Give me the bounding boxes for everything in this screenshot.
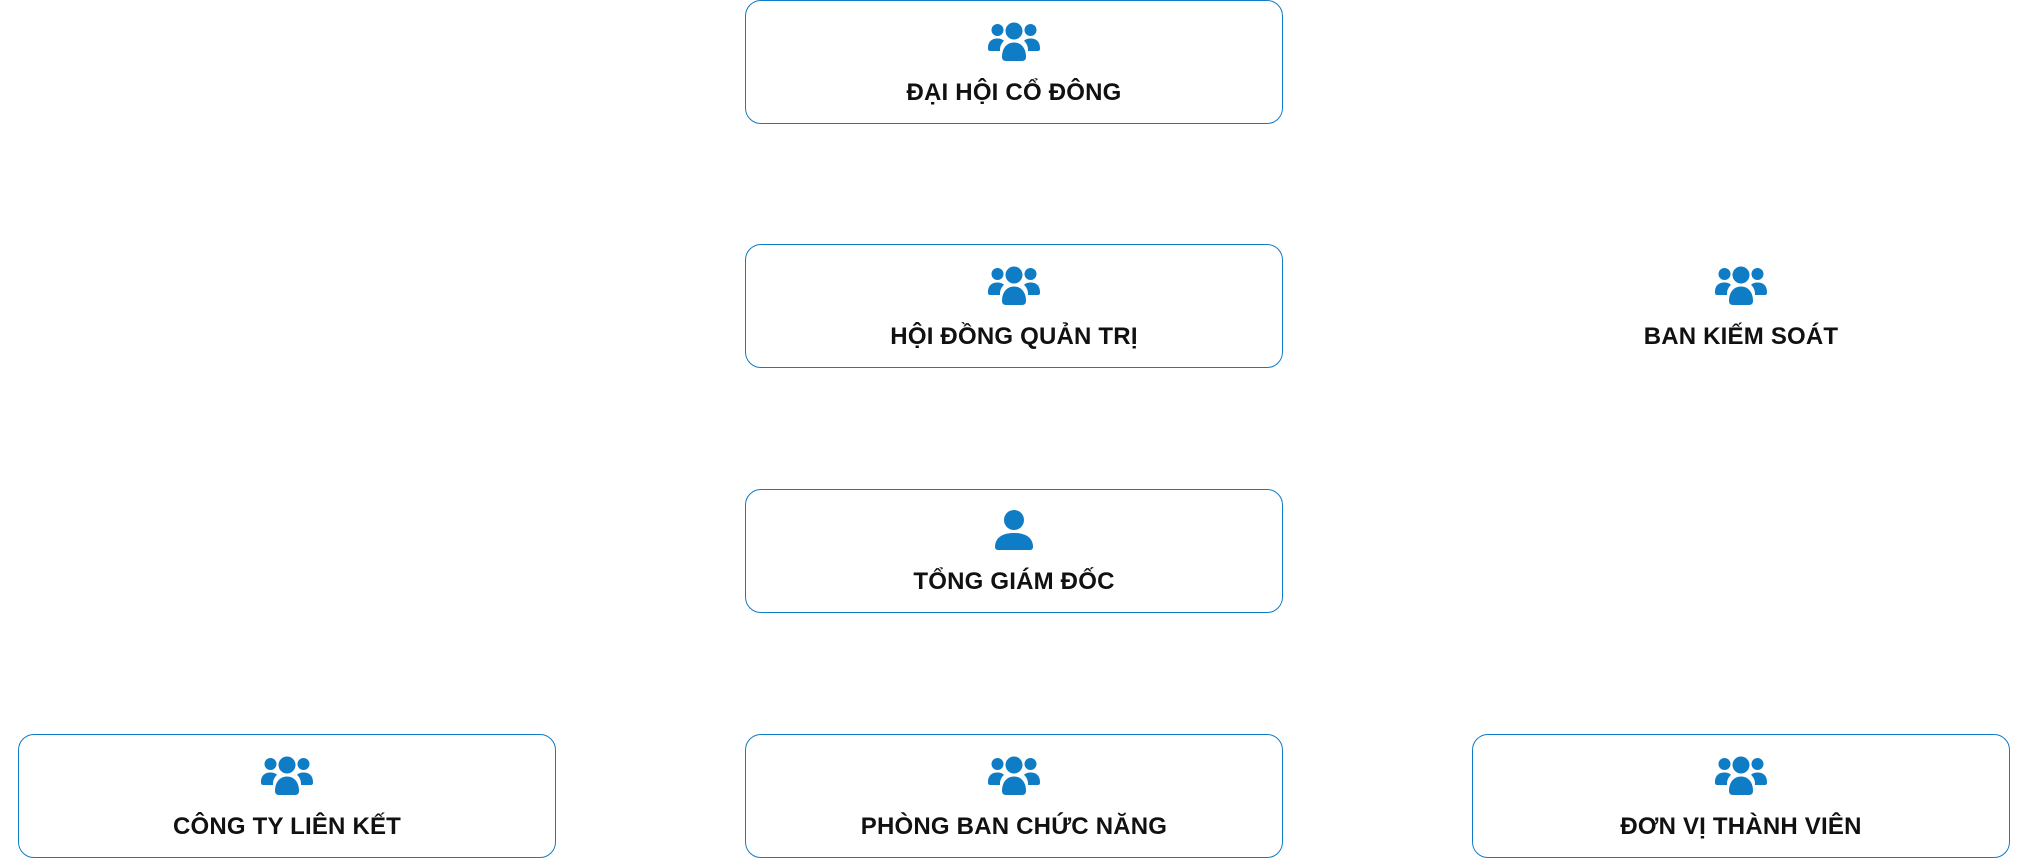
node-label: CÔNG TY LIÊN KẾT (172, 813, 402, 840)
node-label: ĐẠI HỘI CỔ ĐÔNG (906, 79, 1122, 106)
users-icon (988, 21, 1040, 61)
users-icon (1715, 755, 1767, 795)
users-icon (988, 755, 1040, 795)
node-board-of-directors[interactable]: HỘI ĐỒNG QUẢN TRỊ (745, 244, 1283, 368)
node-label: TỔNG GIÁM ĐỐC (913, 568, 1115, 595)
node-affiliated-companies[interactable]: CÔNG TY LIÊN KẾT (18, 734, 556, 858)
users-icon (261, 755, 313, 795)
node-label: PHÒNG BAN CHỨC NĂNG (860, 813, 1168, 840)
user-icon (988, 510, 1040, 550)
node-label: BAN KIẾM SOÁT (1643, 323, 1839, 350)
node-label: ĐƠN VỊ THÀNH VIÊN (1620, 813, 1862, 840)
node-general-director[interactable]: TỔNG GIÁM ĐỐC (745, 489, 1283, 613)
node-label: HỘI ĐỒNG QUẢN TRỊ (890, 323, 1138, 350)
node-supervisory-board[interactable]: BAN KIẾM SOÁT (1472, 244, 2010, 368)
node-functional-departments[interactable]: PHÒNG BAN CHỨC NĂNG (745, 734, 1283, 858)
node-general-meeting-of-shareholders[interactable]: ĐẠI HỘI CỔ ĐÔNG (745, 0, 1283, 124)
node-member-units[interactable]: ĐƠN VỊ THÀNH VIÊN (1472, 734, 2010, 858)
users-icon (1715, 265, 1767, 305)
users-icon (988, 265, 1040, 305)
